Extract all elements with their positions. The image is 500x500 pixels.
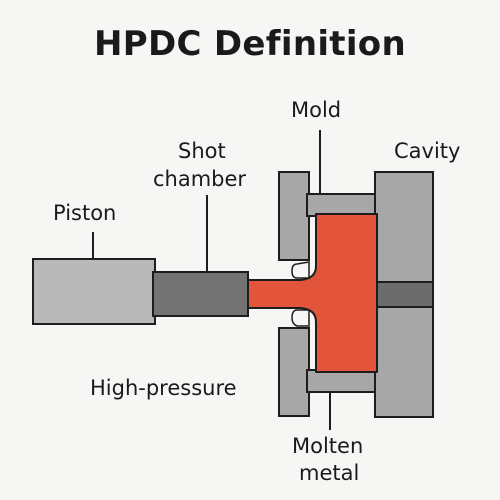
high-pressure-label: High-pressure	[90, 376, 237, 400]
mold-right-lower-plate	[374, 306, 434, 418]
shot-chamber-label-line2: chamber	[153, 167, 247, 191]
mold-label: Mold	[291, 98, 342, 122]
mold-right-upper-plate	[374, 171, 434, 283]
gate-lower-finger	[291, 309, 310, 327]
mold-left-upper-plate	[278, 171, 310, 261]
molten-metal-shape	[247, 213, 378, 373]
gate-upper-finger	[291, 261, 310, 279]
mold-top-strip	[306, 193, 378, 217]
molten-metal-label-line2: metal	[299, 461, 360, 485]
molten-metal-label-line1: Molten	[292, 434, 364, 458]
cavity-label: Cavity	[394, 139, 461, 163]
piston-label: Piston	[53, 201, 117, 225]
shot-chamber-label-line1: Shot	[178, 139, 226, 163]
mold-bottom-strip	[306, 369, 378, 393]
mold-right-gap	[374, 281, 434, 308]
diagram-title: HPDC Definition	[94, 24, 406, 64]
shot-chamber-block	[152, 271, 249, 317]
piston-block	[32, 258, 156, 325]
mold-left-lower-plate	[278, 327, 310, 417]
